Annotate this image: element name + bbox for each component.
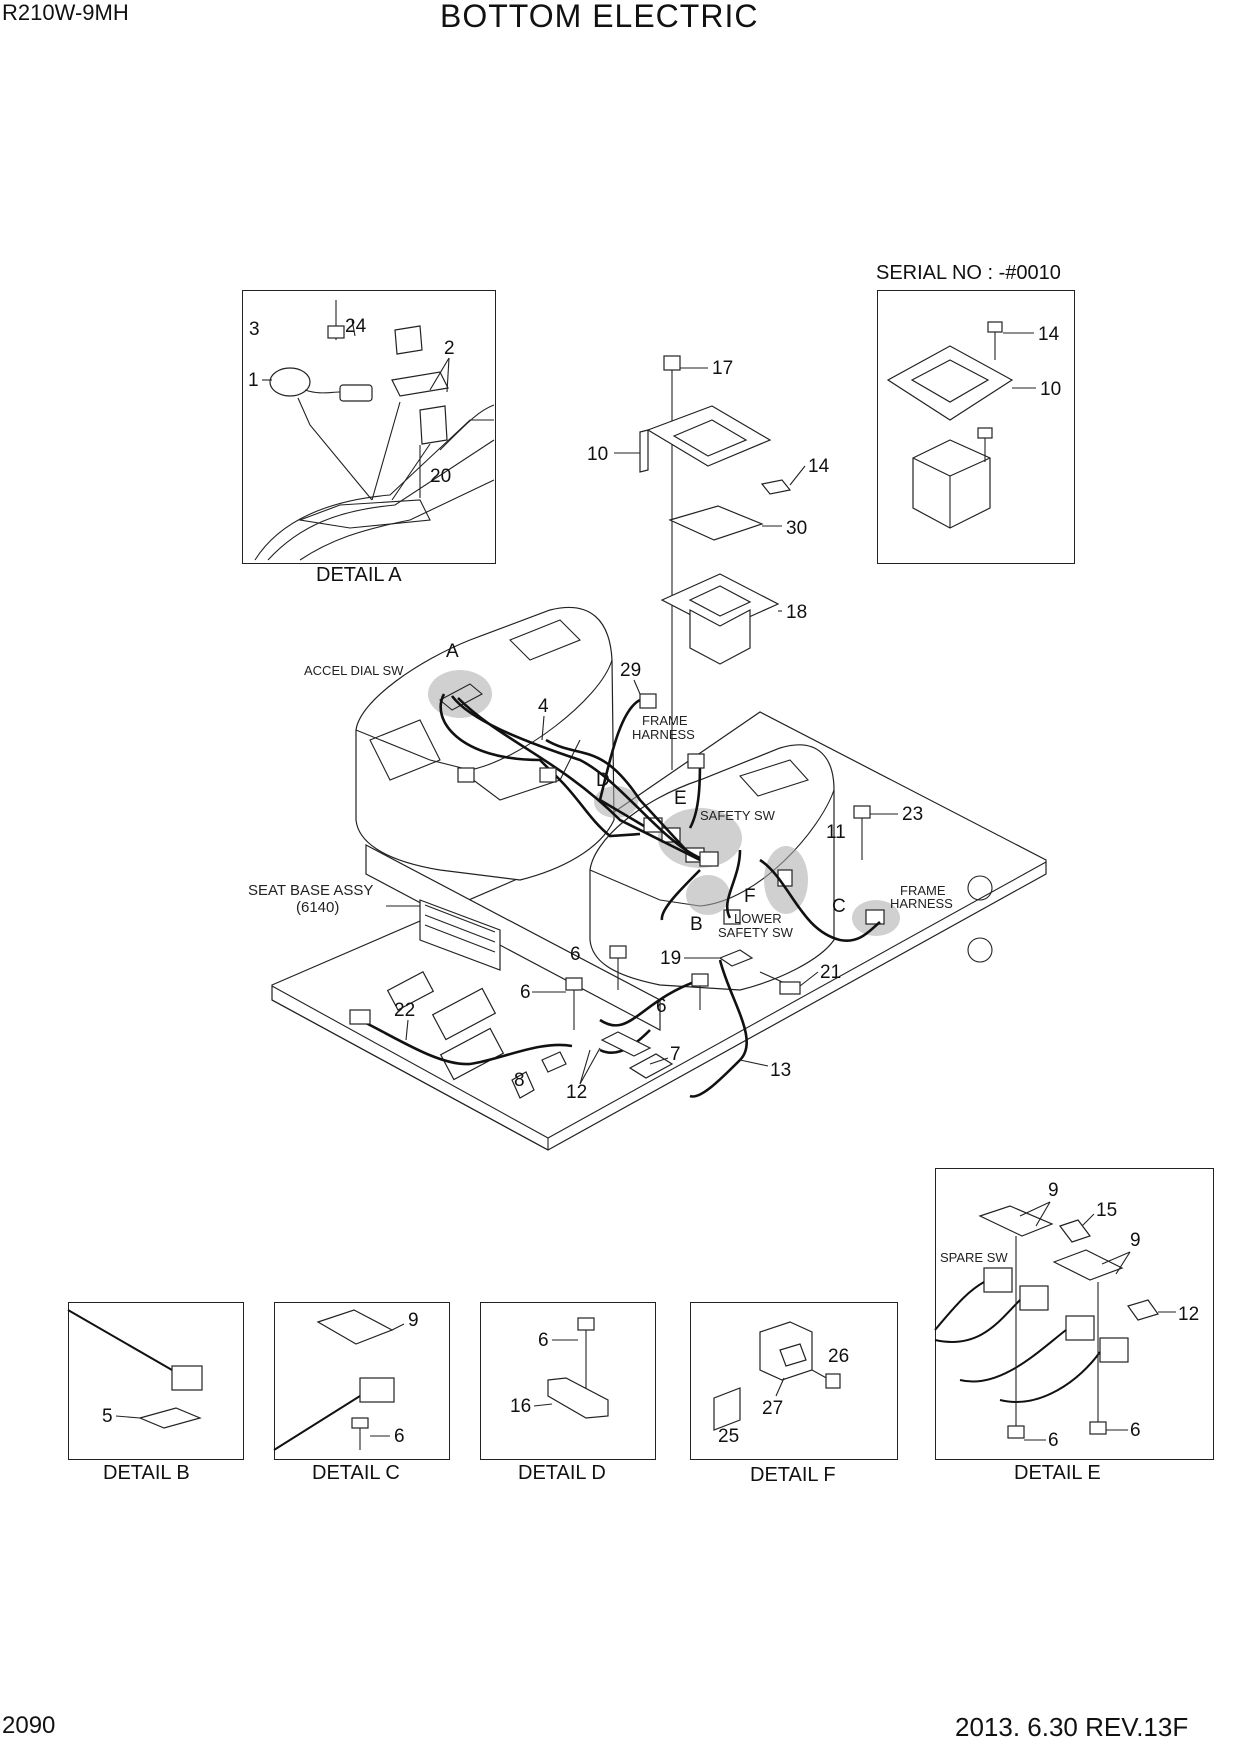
page-number: 2090: [2, 1712, 56, 1739]
marker-f: F: [744, 886, 756, 907]
part-15: 15: [1096, 1200, 1117, 1221]
part-8: 8: [514, 1070, 525, 1091]
part-12: 12: [566, 1082, 587, 1103]
detail-c-label: DETAIL C: [312, 1462, 400, 1484]
label-frame-harness-2a: FRAME: [900, 883, 946, 898]
part-18: 18: [786, 602, 807, 623]
part-21: 21: [820, 962, 841, 983]
detail-a-box: [242, 290, 496, 564]
detail-b-drawing: [67, 1309, 203, 1429]
label-seat-base-assy: SEAT BASE ASSY: [248, 882, 373, 899]
serial-note: SERIAL NO : -#0010: [876, 262, 1061, 284]
part-10: 10: [1040, 379, 1061, 400]
label-frame-harness-1b: HARNESS: [632, 727, 695, 742]
part-9-e-b: 9: [1130, 1230, 1141, 1251]
right-console: [589, 744, 900, 991]
part-12-e: 12: [1178, 1304, 1199, 1325]
marker-a: A: [446, 641, 459, 662]
part-3: 3: [249, 319, 260, 340]
part-6-detail-c: 6: [394, 1426, 405, 1447]
part-23: 23: [902, 804, 923, 825]
marker-b: B: [690, 914, 703, 935]
main-hardware: [511, 805, 871, 1099]
detail-a-drawing: [254, 300, 495, 561]
harness-wires: [349, 693, 881, 1098]
part-14-main: 14: [808, 456, 830, 477]
part-5: 5: [102, 1406, 113, 1427]
label-lower-safety-sw-b: SAFETY SW: [718, 925, 794, 940]
part-13: 13: [770, 1060, 791, 1081]
part-6-e-b: 6: [1130, 1420, 1141, 1441]
part-11: 11: [826, 822, 846, 843]
part-19: 19: [660, 948, 681, 969]
marker-c: C: [832, 896, 846, 917]
part-6-e-a: 6: [1048, 1430, 1059, 1451]
part-25: 25: [718, 1426, 739, 1447]
part-30: 30: [786, 518, 807, 539]
seat-base: [365, 844, 661, 1031]
model-code: R210W-9MH: [2, 0, 129, 25]
part-16: 16: [510, 1396, 531, 1417]
detail-e-drawing: [934, 1205, 1159, 1439]
detail-c-drawing: [273, 1309, 395, 1451]
part-17: 17: [712, 358, 733, 379]
label-frame-harness-2b: HARNESS: [890, 896, 953, 911]
label-frame-harness-1a: FRAME: [642, 713, 688, 728]
part-9-e-a: 9: [1048, 1180, 1059, 1201]
page-title: BOTTOM ELECTRIC: [440, 0, 759, 34]
part-10-main: 10: [587, 444, 608, 465]
detail-f-label: DETAIL F: [750, 1464, 836, 1486]
detail-e-label: DETAIL E: [1014, 1462, 1101, 1484]
part-6-b: 6: [520, 982, 531, 1003]
part-1: 1: [248, 370, 259, 391]
part-14: 14: [1038, 324, 1060, 345]
detail-b-label: DETAIL B: [103, 1462, 190, 1484]
label-spare-sw: SPARE SW: [940, 1250, 1008, 1265]
part-24: 24: [345, 316, 367, 337]
left-console: [355, 606, 615, 881]
revision-date: 2013. 6.30 REV.13F: [955, 1712, 1189, 1742]
part-6-a: 6: [570, 944, 581, 965]
label-accel-dial-sw: ACCEL DIAL SW: [304, 663, 404, 678]
part-4: 4: [538, 696, 549, 717]
detail-d-drawing: [547, 1317, 609, 1419]
part-6-c: 6: [656, 996, 667, 1017]
upper-stack-drawing: [639, 355, 792, 770]
detail-a-label: DETAIL A: [316, 564, 402, 586]
label-safety-sw: SAFETY SW: [700, 808, 776, 823]
label-seat-base-ref: (6140): [296, 899, 339, 916]
detail-b-box: [68, 1302, 244, 1460]
part-26: 26: [828, 1346, 849, 1367]
part-27: 27: [762, 1398, 783, 1419]
part-20: 20: [430, 466, 451, 487]
detail-d-label: DETAIL D: [518, 1462, 606, 1484]
serial-detail-drawing: [886, 321, 1014, 529]
detail-serial-box: [877, 290, 1075, 564]
part-22: 22: [394, 1000, 415, 1021]
part-29: 29: [620, 660, 641, 681]
detail-f-drawing: [713, 1321, 841, 1431]
part-9-c: 9: [408, 1310, 419, 1331]
label-lower-safety-sw-a: LOWER: [734, 911, 782, 926]
part-2: 2: [444, 338, 455, 359]
part-7: 7: [670, 1044, 681, 1065]
marker-d: D: [596, 770, 610, 791]
marker-e: E: [674, 788, 687, 809]
part-6-detail-d: 6: [538, 1330, 549, 1351]
